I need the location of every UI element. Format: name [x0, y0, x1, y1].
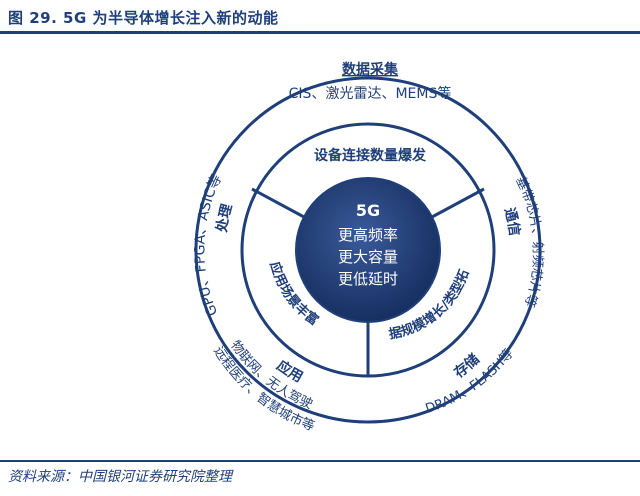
growth-diagram: 5G 更高频率 更大容量 更低延时 设备连接数量爆发 应用场景丰富 数据规模增长… — [0, 34, 546, 435]
core-circle — [295, 177, 441, 323]
core-line-2: 更大容量 — [338, 248, 398, 266]
communication-heading-path: 通信 — [501, 206, 523, 237]
footer-divider — [0, 460, 640, 462]
title-bar: 图 29. 5G 为半导体增长注入新的动能 — [0, 0, 640, 34]
core-title: 5G — [356, 201, 380, 220]
processing-heading-path: 处理 — [213, 202, 236, 234]
communication-heading: 通信 — [501, 206, 523, 237]
middle-top-label: 设备连接数量爆发 — [314, 147, 427, 164]
source-note: 资料来源：中国银河证券研究院整理 — [8, 469, 232, 485]
core-line-1: 更高频率 — [338, 226, 398, 244]
figure-title: 图 29. 5G 为半导体增长注入新的动能 — [8, 9, 279, 27]
core-line-3: 更低延时 — [338, 270, 398, 288]
data-collection-heading: 数据采集 — [342, 61, 399, 78]
data-collection-detail: CIS、激光雷达、MEMS等 — [289, 85, 452, 102]
divider-left — [251, 187, 305, 219]
divider-right — [431, 187, 485, 219]
processing-heading: 处理 — [213, 202, 236, 234]
